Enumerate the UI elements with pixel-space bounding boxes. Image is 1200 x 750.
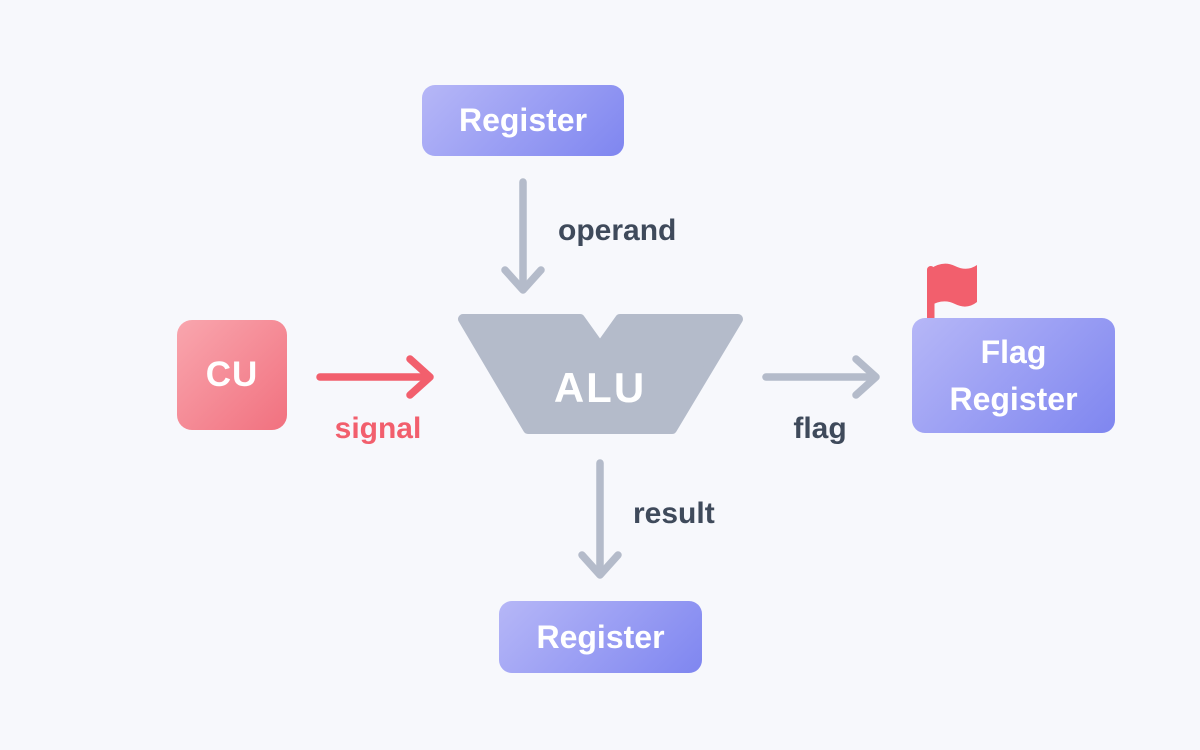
signal-edge-label: signal xyxy=(334,412,422,445)
flag-register-label: Flag Register xyxy=(949,334,1078,417)
alu-shape xyxy=(458,314,743,434)
register-top-node: Register xyxy=(422,85,624,156)
flag-icon xyxy=(927,263,977,332)
register-bottom-label: Register xyxy=(536,618,665,655)
cu-label: CU xyxy=(205,355,259,394)
flag-register-node: Flag Register xyxy=(912,318,1115,433)
result-edge-label: result xyxy=(633,497,715,530)
register-top-label: Register xyxy=(458,102,588,138)
flag-edge-label: flag xyxy=(793,412,847,445)
flag-arrow xyxy=(762,355,880,399)
cu-node: CU xyxy=(177,320,287,430)
signal-arrow xyxy=(316,355,434,399)
operand-arrow xyxy=(501,178,545,294)
register-bottom-node: Register xyxy=(499,601,702,673)
result-arrow xyxy=(578,459,622,579)
operand-edge-label: operand xyxy=(558,214,677,247)
alu-label: ALU xyxy=(553,364,647,411)
